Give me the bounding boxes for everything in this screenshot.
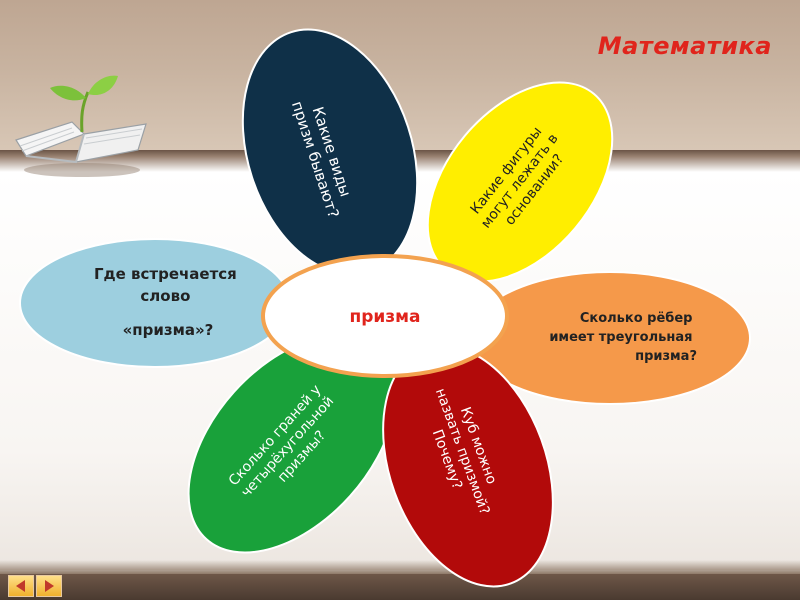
- petal-top-left[interactable]: Какие виды призм бывают?: [213, 7, 447, 297]
- open-book-sprout-icon: [15, 75, 147, 177]
- svg-text:Где встречается слово: Где встречается слово «призма»?: [94, 265, 242, 339]
- petal-right-line1: Сколько рёбер: [580, 311, 693, 326]
- footer-shadow: [0, 560, 800, 574]
- petal-left-line2: слово: [140, 287, 190, 305]
- petal-right-line2: имеет треугольная: [549, 330, 692, 345]
- svg-text:Сколько рёбер имеет треу: Сколько рёбер имеет треугольная призма?: [549, 311, 697, 364]
- next-slide-button[interactable]: [36, 575, 62, 597]
- subject-title: Математика: [597, 32, 772, 60]
- arrow-right-icon: [45, 580, 54, 592]
- center-label: призма: [349, 307, 420, 327]
- petal-bottom-right[interactable]: Куб можно назвать призмой? Почему?: [352, 322, 584, 600]
- petal-left[interactable]: Где встречается слово «призма»?: [19, 238, 291, 368]
- footer-bar: [0, 574, 800, 600]
- petal-left-line3: «призма»?: [123, 321, 214, 339]
- petal-left-line1: Где встречается: [94, 265, 237, 283]
- petal-bottom-left[interactable]: Сколько граней у четырёхугольной призмы?: [148, 297, 435, 592]
- petal-top-right[interactable]: Какие фигуры могут лежать в основании?: [391, 48, 649, 317]
- center-node[interactable]: призма: [261, 254, 509, 378]
- petal-right[interactable]: Сколько рёбер имеет треугольная призма?: [469, 271, 751, 405]
- petal-right-line3: призма?: [635, 349, 697, 364]
- prev-slide-button[interactable]: [8, 575, 34, 597]
- arrow-left-icon: [16, 580, 25, 592]
